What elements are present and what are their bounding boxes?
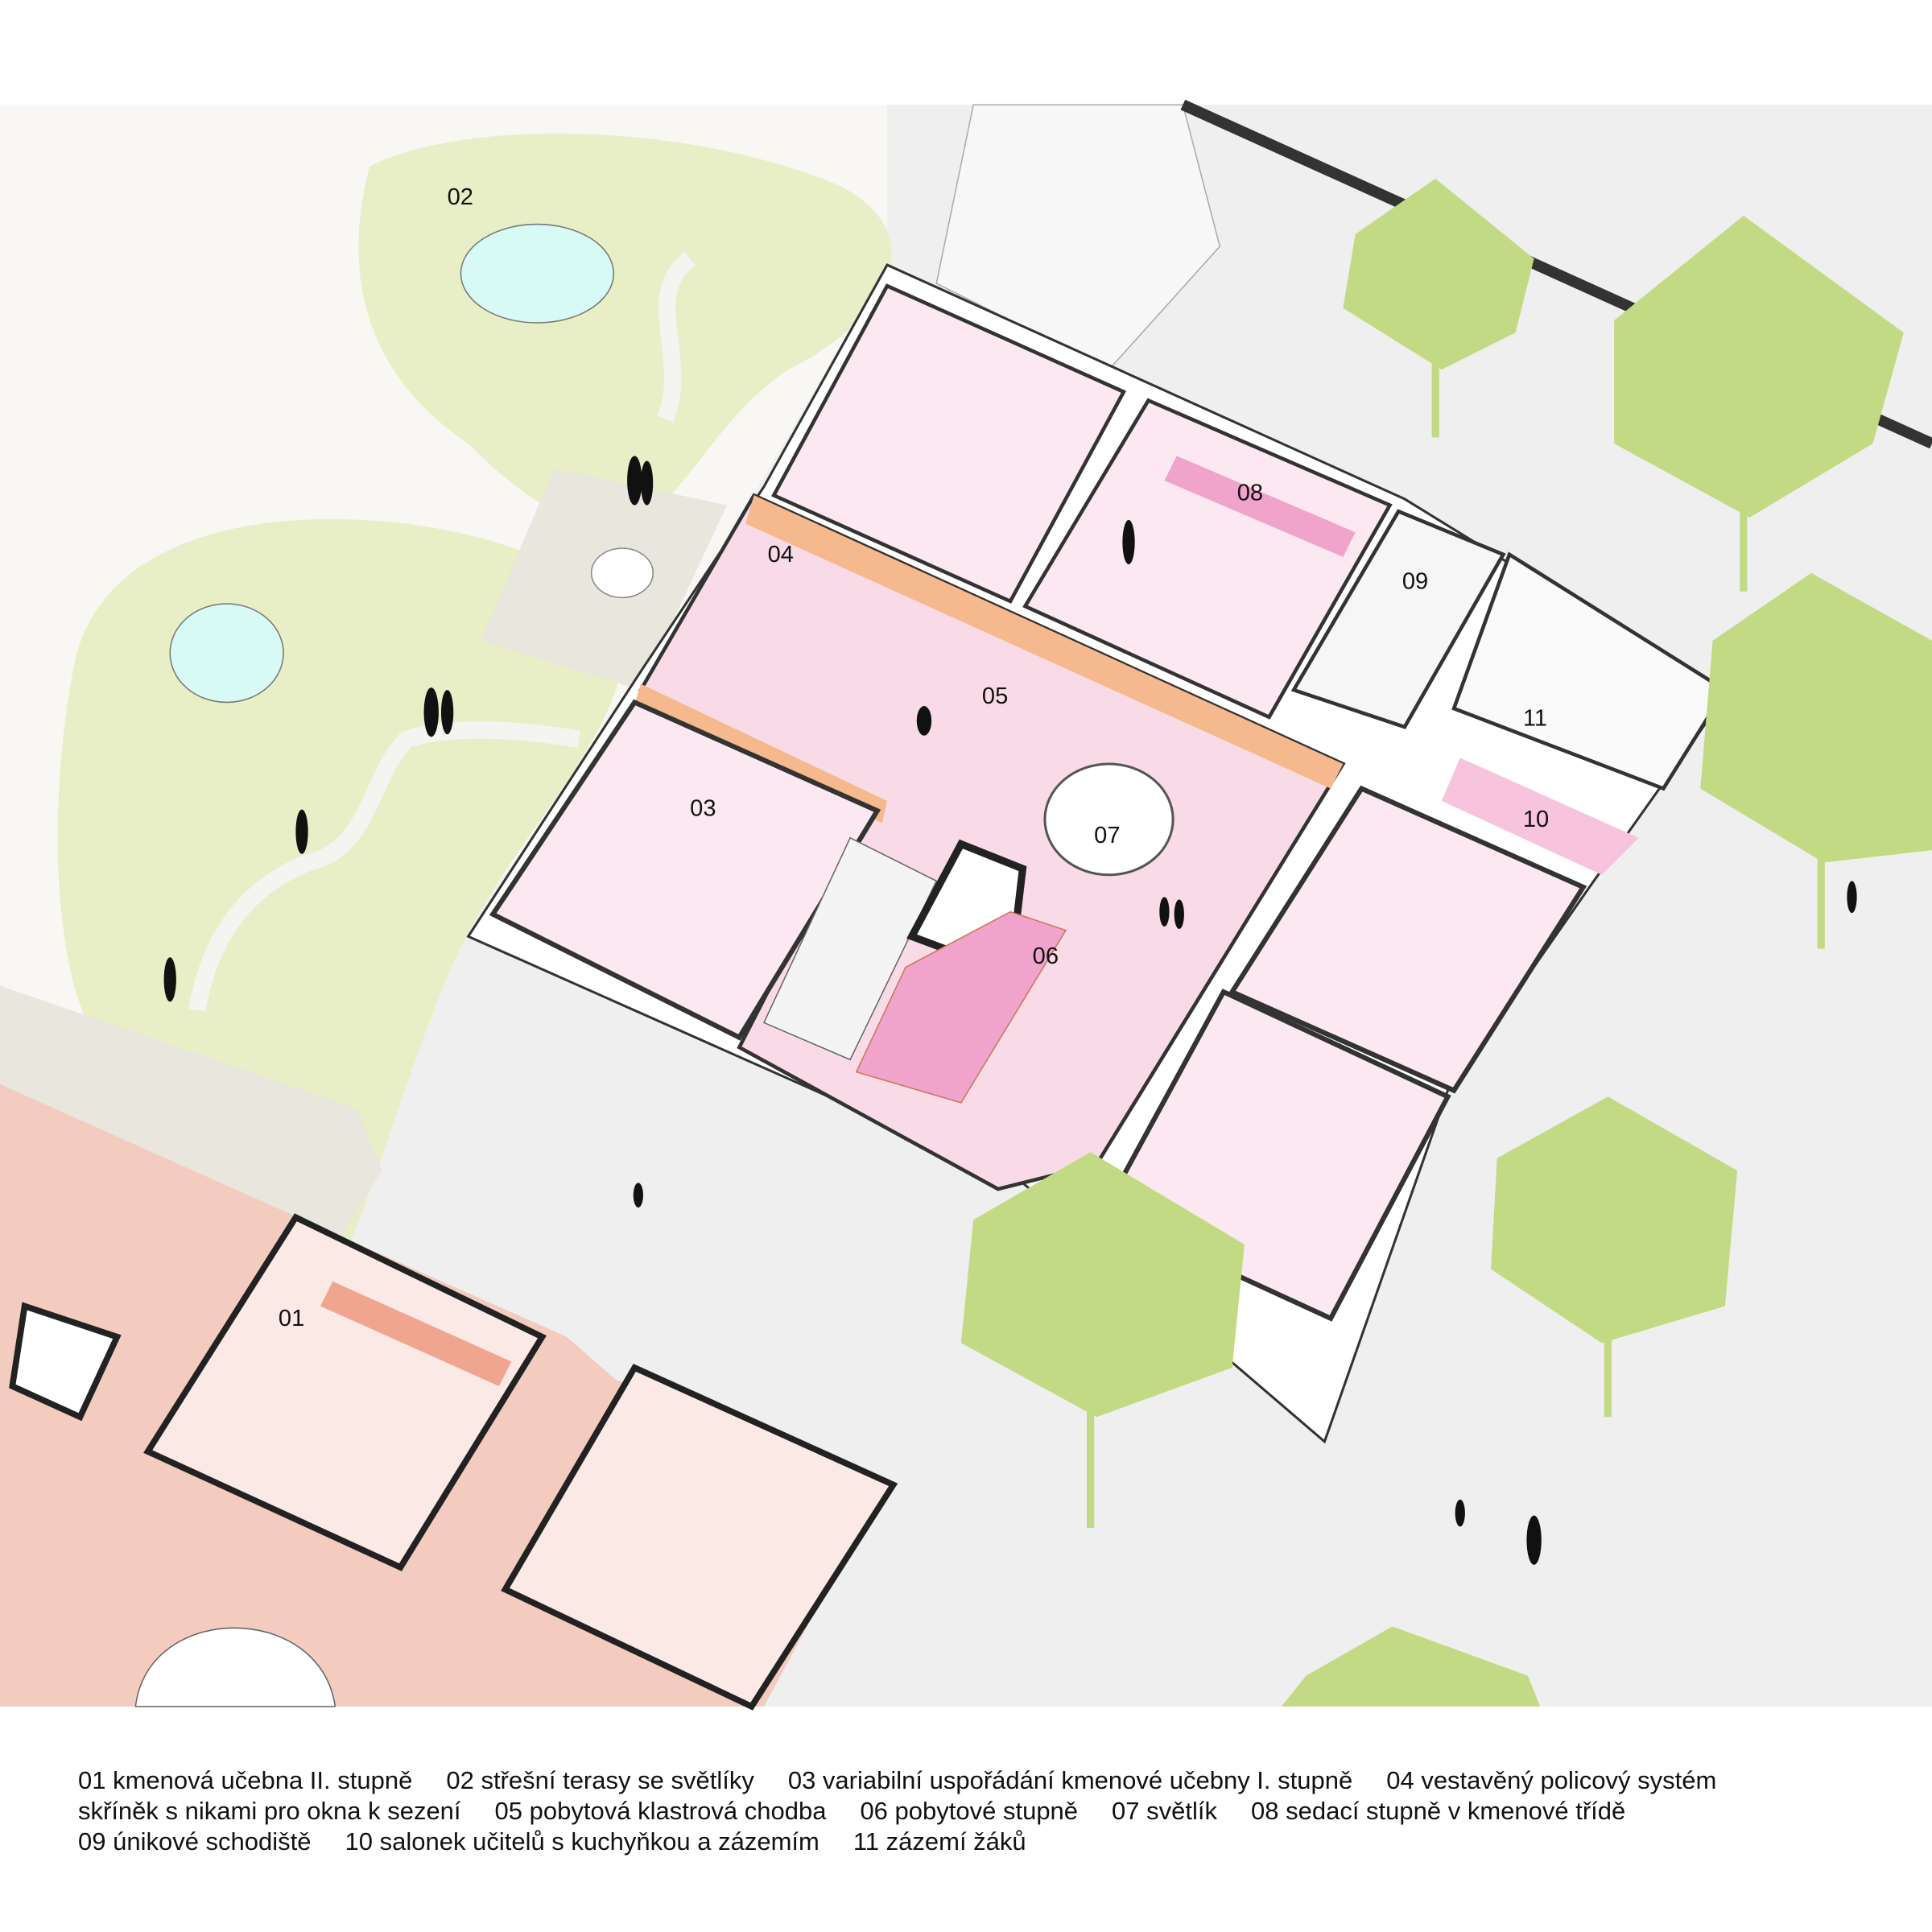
legend-line: skříněk s nikami pro okna k sezení 05 pob…: [78, 1796, 1889, 1827]
room-01: [143, 1213, 547, 1571]
label-10: 10: [1523, 807, 1549, 832]
tree: [1281, 1626, 1541, 1707]
shelving-04: [745, 495, 1344, 789]
pupil-facilities-11: [1451, 551, 1728, 791]
shelving-01: [320, 1281, 512, 1386]
tree: [1343, 178, 1534, 370]
tree: [1700, 572, 1932, 863]
lower-room: [501, 1364, 898, 1711]
tree: [1491, 1096, 1738, 1344]
lift-shaft-lower: [9, 1302, 122, 1422]
label-05: 05: [982, 683, 1008, 709]
legend-item-04: 04 vestavěný policový systém: [1386, 1766, 1717, 1794]
people: [163, 456, 1857, 1565]
legend-line: 01 kmenová učebna II. stupně 02 střešní t…: [78, 1765, 1889, 1796]
tree-trunks: [1087, 308, 1825, 1528]
legend-item-07: 07 světlík: [1112, 1797, 1217, 1825]
classroom-right: [1228, 785, 1587, 1094]
garden-path: [188, 251, 696, 1012]
legend: 01 kmenová učebna II. stupně 02 střešní t…: [78, 1765, 1889, 1857]
room-08: [1022, 398, 1393, 720]
label-08: 08: [1237, 480, 1263, 506]
legend-item-03: 03 variabilní uspořádání kmenové učebny …: [787, 1766, 1353, 1794]
label-04: 04: [768, 542, 794, 568]
skylight-lower-wing: [134, 1627, 336, 1707]
steps-06: [855, 910, 1067, 1104]
round-table: [590, 547, 654, 599]
legend-item-10: 10 salonek učitelů s kuchyňkou a zázemím: [345, 1827, 819, 1856]
label-06: 06: [1033, 943, 1059, 969]
legend-item-05: 05 pobytová klastrová chodba: [494, 1797, 827, 1825]
legend-line: 09 únikové schodiště 10 salonek učitelů s…: [78, 1827, 1889, 1857]
teachers-lounge-10: [1441, 758, 1639, 875]
legend-item-04-cont: skříněk s nikami pro okna k sezení: [78, 1797, 461, 1825]
outdoor-tribune: [935, 104, 1221, 371]
terrace-lower: [0, 985, 382, 1269]
legend-item-06: 06 pobytové stupně: [860, 1797, 1079, 1825]
escape-stair-09: [1290, 509, 1506, 729]
lawn-top: [358, 133, 892, 524]
skylight-07: [1043, 762, 1174, 877]
label-07: 07: [1094, 823, 1120, 848]
staircase: [762, 836, 938, 1061]
label-11: 11: [1523, 706, 1547, 732]
trees: [960, 178, 1932, 1707]
seating-steps-08: [1164, 456, 1356, 557]
legend-item-01: 01 kmenová učebna II. stupně: [78, 1766, 413, 1794]
label-01: 01: [279, 1306, 304, 1331]
classroom-top: [771, 283, 1127, 604]
legend-item-02: 02 střešní terasy se světlíky: [446, 1766, 754, 1794]
label-02: 02: [448, 184, 473, 210]
tree: [960, 1152, 1245, 1418]
skylight-top: [460, 223, 615, 324]
label-03: 03: [690, 795, 716, 821]
label-09: 09: [1402, 569, 1428, 595]
legend-item-11: 11 zázemí žáků: [852, 1827, 1026, 1856]
skylight-lower: [169, 603, 284, 704]
legend-item-09: 09 únikové schodiště: [78, 1827, 312, 1856]
room-03: [489, 699, 881, 1041]
tree: [1614, 215, 1904, 518]
legend-item-08: 08 sedací stupně v kmenové třídě: [1251, 1797, 1626, 1825]
